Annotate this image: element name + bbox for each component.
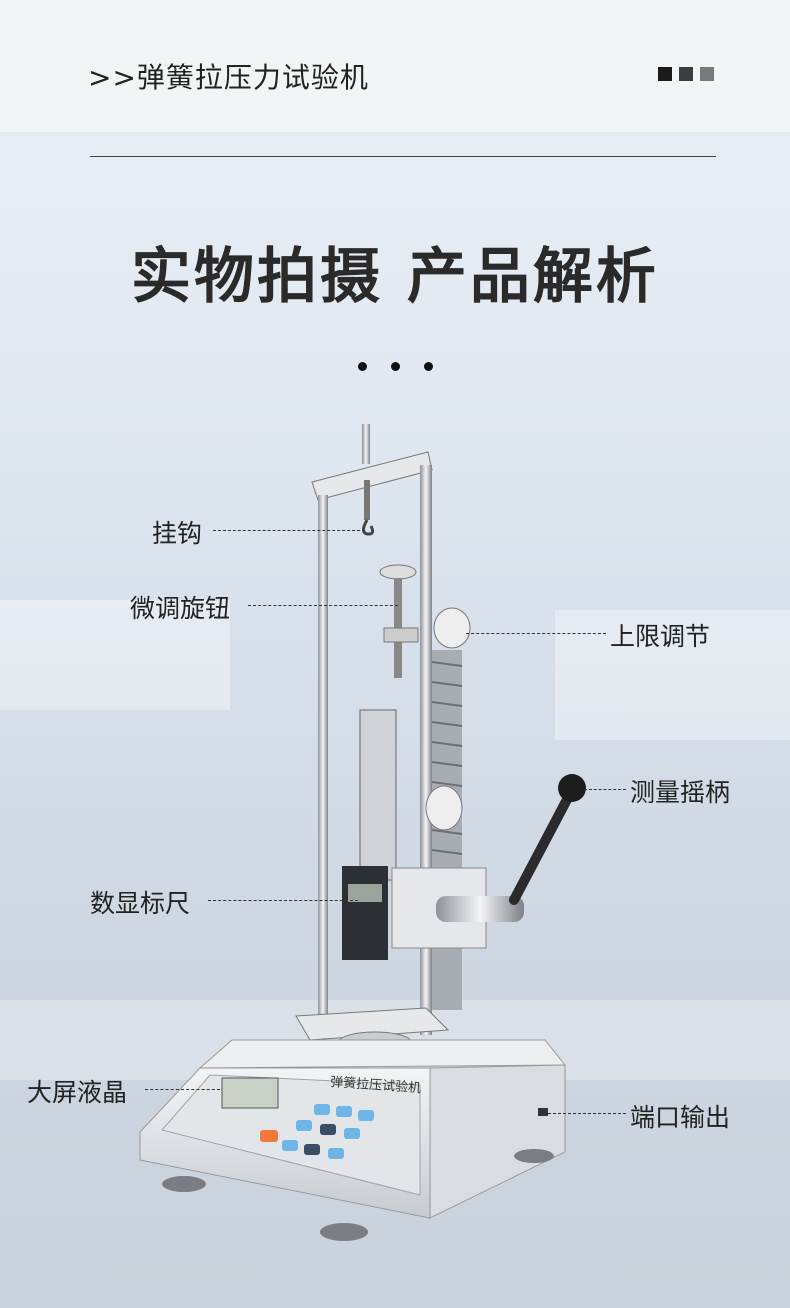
lcd-screen — [221, 1077, 279, 1109]
key-7 — [282, 1140, 298, 1151]
callout-digital-scale: 数显标尺 — [90, 889, 191, 918]
lower-platform — [295, 1007, 450, 1041]
key-9 — [328, 1148, 344, 1159]
scale-bar — [359, 709, 397, 881]
leader-fine-knob — [248, 605, 398, 606]
callout-crank: 测量摇柄 — [630, 778, 731, 807]
crank-arm — [509, 785, 577, 905]
square-3 — [700, 67, 714, 81]
dot-3 — [423, 362, 433, 371]
scale-display — [348, 884, 382, 902]
leader-hook — [213, 530, 365, 531]
hook-stem — [364, 480, 370, 520]
key-1 — [314, 1104, 330, 1115]
foot-right — [514, 1149, 554, 1163]
foot-front — [320, 1223, 368, 1241]
callout-lcd: 大屏液晶 — [27, 1078, 128, 1107]
callout-port: 端口输出 — [630, 1103, 731, 1132]
column-left — [318, 495, 328, 1035]
callout-upper-limit: 上限调节 — [610, 622, 711, 651]
mid-wheel — [425, 785, 463, 831]
hook — [362, 519, 375, 536]
crank-knob — [558, 774, 586, 802]
header-band — [0, 0, 790, 132]
key-8 — [304, 1144, 320, 1155]
key-2 — [336, 1106, 352, 1117]
leader-port — [548, 1113, 626, 1114]
top-rod — [362, 424, 370, 464]
square-2 — [679, 67, 693, 81]
knob-bracket — [383, 627, 419, 643]
divider — [90, 156, 716, 157]
square-1 — [658, 67, 672, 81]
key-4 — [296, 1120, 312, 1131]
key-3 — [358, 1110, 374, 1121]
base-side — [429, 1064, 566, 1219]
base-top — [198, 1039, 567, 1069]
fine-knob — [379, 564, 417, 580]
key-orange — [260, 1130, 278, 1142]
ellipsis-dots — [0, 362, 790, 371]
page-title: 实物拍摄 产品解析 — [131, 242, 659, 312]
lab-shelf-right — [555, 610, 790, 740]
dot-1 — [357, 362, 367, 371]
scale-head — [342, 866, 388, 960]
spring-tester-illustration: 弹簧拉压试验机 — [139, 424, 586, 1241]
dot-2 — [390, 362, 400, 371]
breadcrumb[interactable]: >>弹簧拉压力试验机 — [88, 61, 369, 94]
leader-lcd — [145, 1089, 220, 1090]
crank-hub — [436, 896, 524, 922]
key-5 — [320, 1124, 336, 1135]
leader-upper-limit — [466, 633, 606, 634]
leader-digital-scale — [208, 900, 358, 901]
callout-hook: 挂钩 — [152, 519, 203, 548]
key-6 — [344, 1128, 360, 1139]
column-right — [420, 465, 432, 1035]
foot-left — [162, 1176, 206, 1192]
top-crossbar — [311, 451, 433, 501]
upper-limit-wheel — [433, 607, 471, 649]
lab-shelf-left — [0, 600, 230, 710]
usb-port — [538, 1108, 548, 1116]
decor-squares — [658, 67, 714, 81]
callout-fine-knob: 微调旋钮 — [130, 594, 231, 623]
leader-crank — [584, 789, 626, 790]
panel-brand: 弹簧拉压试验机 — [330, 1074, 422, 1096]
